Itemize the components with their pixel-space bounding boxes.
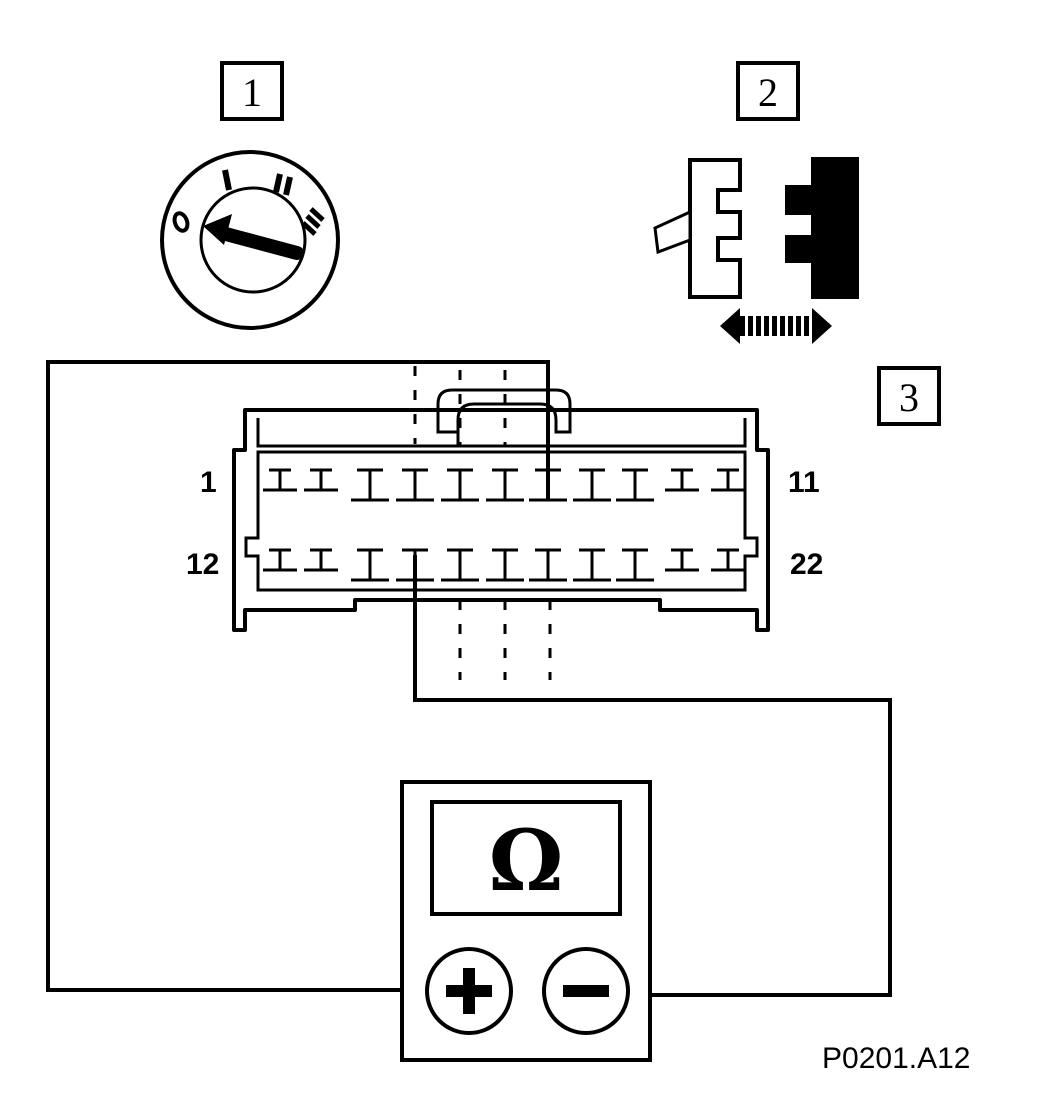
svg-text:1: 1	[242, 70, 262, 115]
bottom-row-pin	[573, 548, 611, 582]
top-row-pin	[573, 468, 611, 502]
negative-terminal	[542, 947, 630, 1035]
positive-lead	[46, 360, 550, 992]
svg-text:2: 2	[758, 70, 778, 115]
bottom-row-pin	[529, 548, 567, 582]
ignition-position-II	[273, 173, 293, 196]
bottom-row-pin	[304, 548, 338, 572]
bottom-row-pin	[486, 548, 524, 582]
pin-label-22: 22	[790, 548, 823, 581]
bottom-row-pin	[711, 548, 745, 572]
top-row-pin	[396, 468, 434, 502]
ignition-position-0	[172, 211, 190, 233]
callout-1: 1	[220, 61, 284, 121]
top-row-pin	[263, 468, 297, 492]
ohm-symbol: Ω	[489, 811, 564, 910]
top-row-pin	[711, 468, 745, 492]
top-row-pin	[665, 468, 699, 492]
bottom-row-pin	[441, 548, 479, 582]
callout-2: 2	[736, 61, 800, 121]
double-arrow-icon	[720, 308, 832, 344]
top-row-pin	[351, 468, 389, 502]
top-row-pin	[616, 468, 654, 502]
bottom-row-pin	[616, 548, 654, 582]
ohmmeter: Ω	[400, 780, 652, 1062]
key-arrow-icon	[203, 214, 304, 260]
ignition-position-I	[222, 169, 232, 191]
top-row-pin	[304, 468, 338, 492]
pin-label-1: 1	[200, 466, 217, 499]
bottom-row-pin	[263, 548, 297, 572]
test-leads	[46, 360, 892, 997]
pin-label-12: 12	[186, 548, 219, 581]
bottom-row-pin	[665, 548, 699, 572]
connector-block	[232, 366, 770, 680]
connector-detail	[653, 157, 859, 344]
negative-lead	[413, 555, 892, 997]
svg-text:3: 3	[899, 375, 919, 420]
top-row-pin	[441, 468, 479, 502]
pin-label-11: 11	[788, 466, 820, 499]
pin-row-bottom	[263, 548, 745, 582]
callout-3: 3	[877, 366, 941, 426]
ignition-position-III	[301, 207, 325, 236]
positive-terminal	[425, 947, 513, 1035]
figure-code: P0201.A12	[822, 1042, 970, 1075]
bottom-row-pin	[351, 548, 389, 582]
ignition-switch	[160, 150, 340, 330]
top-row-pin	[486, 468, 524, 502]
